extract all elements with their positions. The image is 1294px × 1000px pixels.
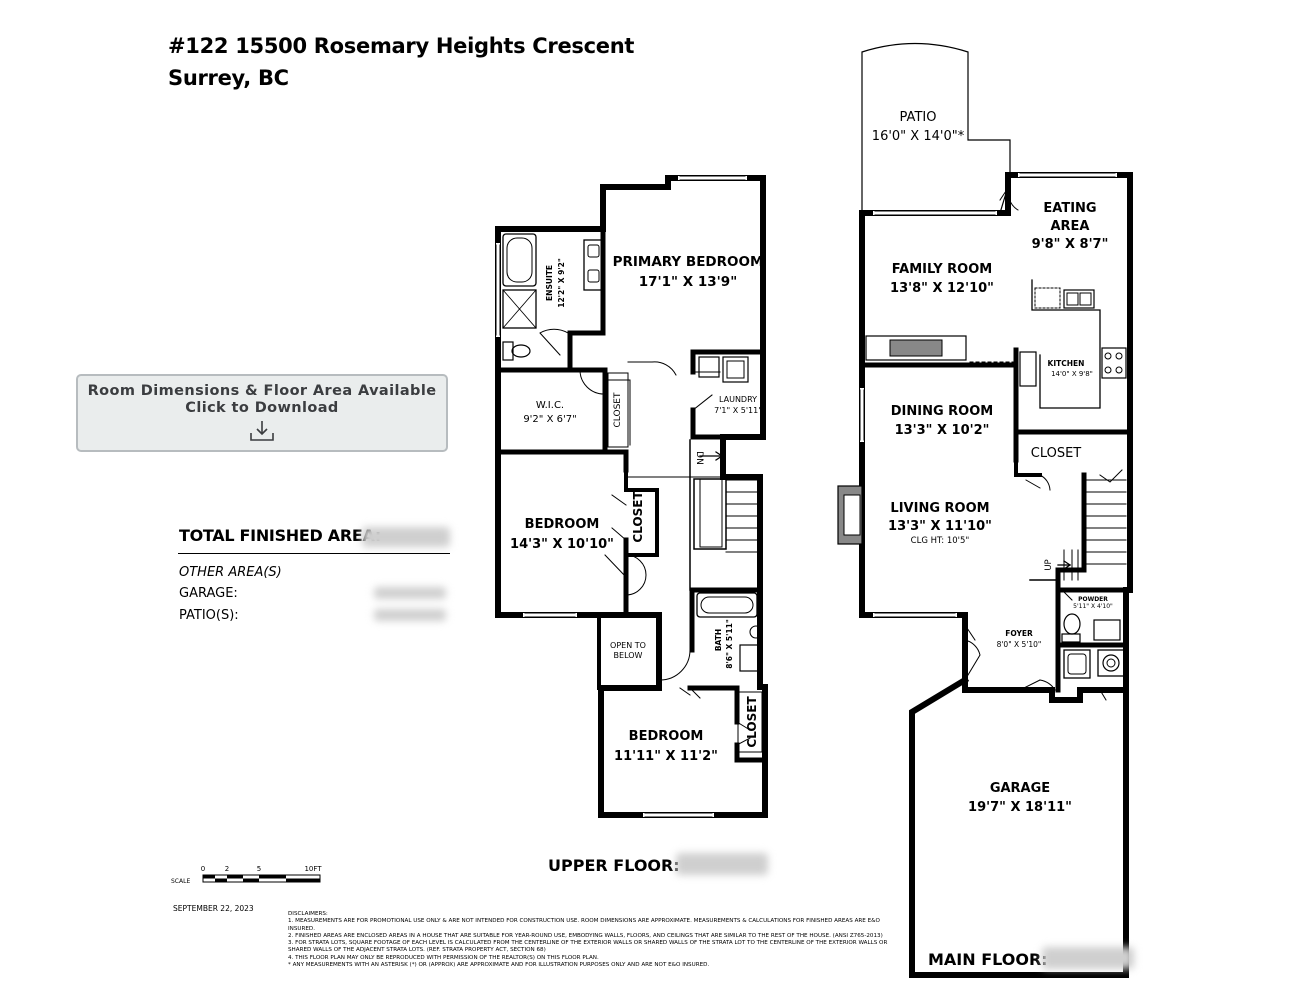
main-floor-label: MAIN FLOOR:	[928, 950, 1048, 969]
main-floor-plan	[837, 42, 1133, 978]
foyer-name: FOYER	[1005, 629, 1033, 638]
wic-closet-label: CLOSET	[613, 392, 623, 427]
disclaimer-line: 3. FOR STRATA LOTS, SQUARE FOOTAGE OF EA…	[288, 940, 888, 947]
scale-tick-2: 2	[225, 865, 229, 873]
powder-dim: 5'11" X 4'10"	[1073, 603, 1113, 610]
area-divider	[178, 553, 450, 554]
bedroom-3-closet-label: CLOSET	[745, 696, 759, 748]
download-icon	[250, 421, 274, 441]
total-area-label: TOTAL FINISHED AREA:	[179, 526, 381, 545]
bedroom-3-name: BEDROOM	[629, 729, 704, 744]
foyer-dim: 8'0" X 5'10"	[997, 640, 1042, 649]
download-button[interactable]: Room Dimensions & Floor Area Available C…	[76, 374, 448, 452]
patio-dim: 16'0" X 14'0"*	[872, 129, 965, 144]
living-room-dim: 13'3" X 11'10"	[888, 519, 992, 534]
garage-area-redacted	[374, 587, 446, 599]
other-areas-label: OTHER AREA(S)	[179, 565, 282, 580]
main-floor-area-redacted	[1042, 947, 1134, 969]
stair-down-label: DN	[694, 451, 704, 465]
upper-floor-label: UPPER FLOOR:	[548, 856, 680, 875]
wic-name: W.I.C.	[536, 400, 564, 411]
eating-area-dim: 9'8" X 8'7"	[1032, 237, 1109, 252]
upper-floor-area-redacted	[676, 853, 768, 875]
garage-name: GARAGE	[990, 781, 1050, 796]
open-to-below-1: OPEN TO	[610, 641, 646, 650]
garage-area-label: GARAGE:	[179, 586, 238, 601]
download-line-1: Room Dimensions & Floor Area Available	[87, 383, 437, 399]
eating-area-name-2: AREA	[1050, 219, 1089, 234]
living-ceiling-height: CLG HT: 10'5"	[911, 536, 970, 546]
scale-bar: 0 2 5 10FT SCALE	[171, 865, 322, 885]
bedroom-2-dim: 14'3" X 10'10"	[510, 537, 614, 552]
total-area-redacted	[362, 527, 450, 547]
stair-up-label: UP	[1044, 559, 1054, 570]
family-room-dim: 13'8" X 12'10"	[890, 281, 994, 296]
ensuite-dim: 12'2" X 9'2"	[557, 258, 566, 308]
disclaimer-line: 1. MEASUREMENTS ARE FOR PROMOTIONAL USE …	[288, 918, 880, 932]
laundry-dim: 7'1" X 5'11"	[714, 406, 762, 415]
primary-bedroom-dim: 17'1" X 13'9"	[639, 274, 738, 290]
disclaimer-line: * ANY MEASUREMENTS WITH AN ASTERISK (*) …	[288, 962, 710, 969]
main-closet-label: CLOSET	[1031, 446, 1082, 461]
upper-floor-plan	[495, 175, 768, 818]
bath-name: BATH	[714, 629, 723, 651]
open-to-below-2: BELOW	[614, 651, 643, 660]
living-room-name: LIVING ROOM	[890, 501, 989, 516]
disclaimer-line: SHARED WALLS OF THE ADJACENT STRATA LOTS…	[288, 947, 546, 954]
family-room-name: FAMILY ROOM	[892, 262, 992, 277]
address-line-2: Surrey, BC	[168, 66, 289, 90]
ensuite-name: ENSUITE	[545, 265, 554, 301]
patio-area-label: PATIO(S):	[179, 608, 239, 623]
plan-date: SEPTEMBER 22, 2023	[173, 904, 254, 913]
scale-tick-10: 10FT	[304, 865, 322, 873]
disclaimer-line: 2. FINISHED AREAS ARE ENCLOSED AREAS IN …	[288, 932, 883, 939]
dining-room-dim: 13'3" X 10'2"	[895, 423, 990, 438]
laundry-name: LAUNDRY	[719, 395, 757, 404]
kitchen-name: KITCHEN	[1048, 359, 1085, 368]
bedroom-2-name: BEDROOM	[525, 517, 600, 532]
bedroom-2-closet-label: CLOSET	[631, 491, 645, 543]
scale-tick-0: 0	[201, 865, 205, 873]
wic-dim: 9'2" X 6'7"	[523, 414, 576, 425]
scale-tick-5: 5	[257, 865, 261, 873]
patio-area-redacted	[374, 609, 446, 621]
scale-label: SCALE	[171, 878, 190, 885]
powder-name: POWDER	[1078, 596, 1108, 603]
bath-dim: 8'6" X 5'11"	[725, 619, 734, 669]
patio-name: PATIO	[900, 110, 937, 125]
disclaimer-line: 4. THIS FLOOR PLAN MAY ONLY BE REPRODUCE…	[288, 954, 599, 961]
bedroom-3-dim: 11'11" X 11'2"	[614, 749, 718, 764]
eating-area-name-1: EATING	[1043, 201, 1096, 216]
dining-room-name: DINING ROOM	[891, 404, 993, 419]
disclaimers: DISCLAIMERS: 1. MEASUREMENTS ARE FOR PRO…	[288, 911, 888, 969]
garage-dim: 19'7" X 18'11"	[968, 800, 1072, 815]
kitchen-dim: 14'0" X 9'8"	[1051, 370, 1093, 378]
disclaimer-title: DISCLAIMERS:	[288, 911, 328, 917]
download-line-2: Click to Download	[185, 400, 339, 416]
address-line-1: #122 15500 Rosemary Heights Crescent	[168, 34, 635, 58]
primary-bedroom-name: PRIMARY BEDROOM	[613, 254, 764, 270]
